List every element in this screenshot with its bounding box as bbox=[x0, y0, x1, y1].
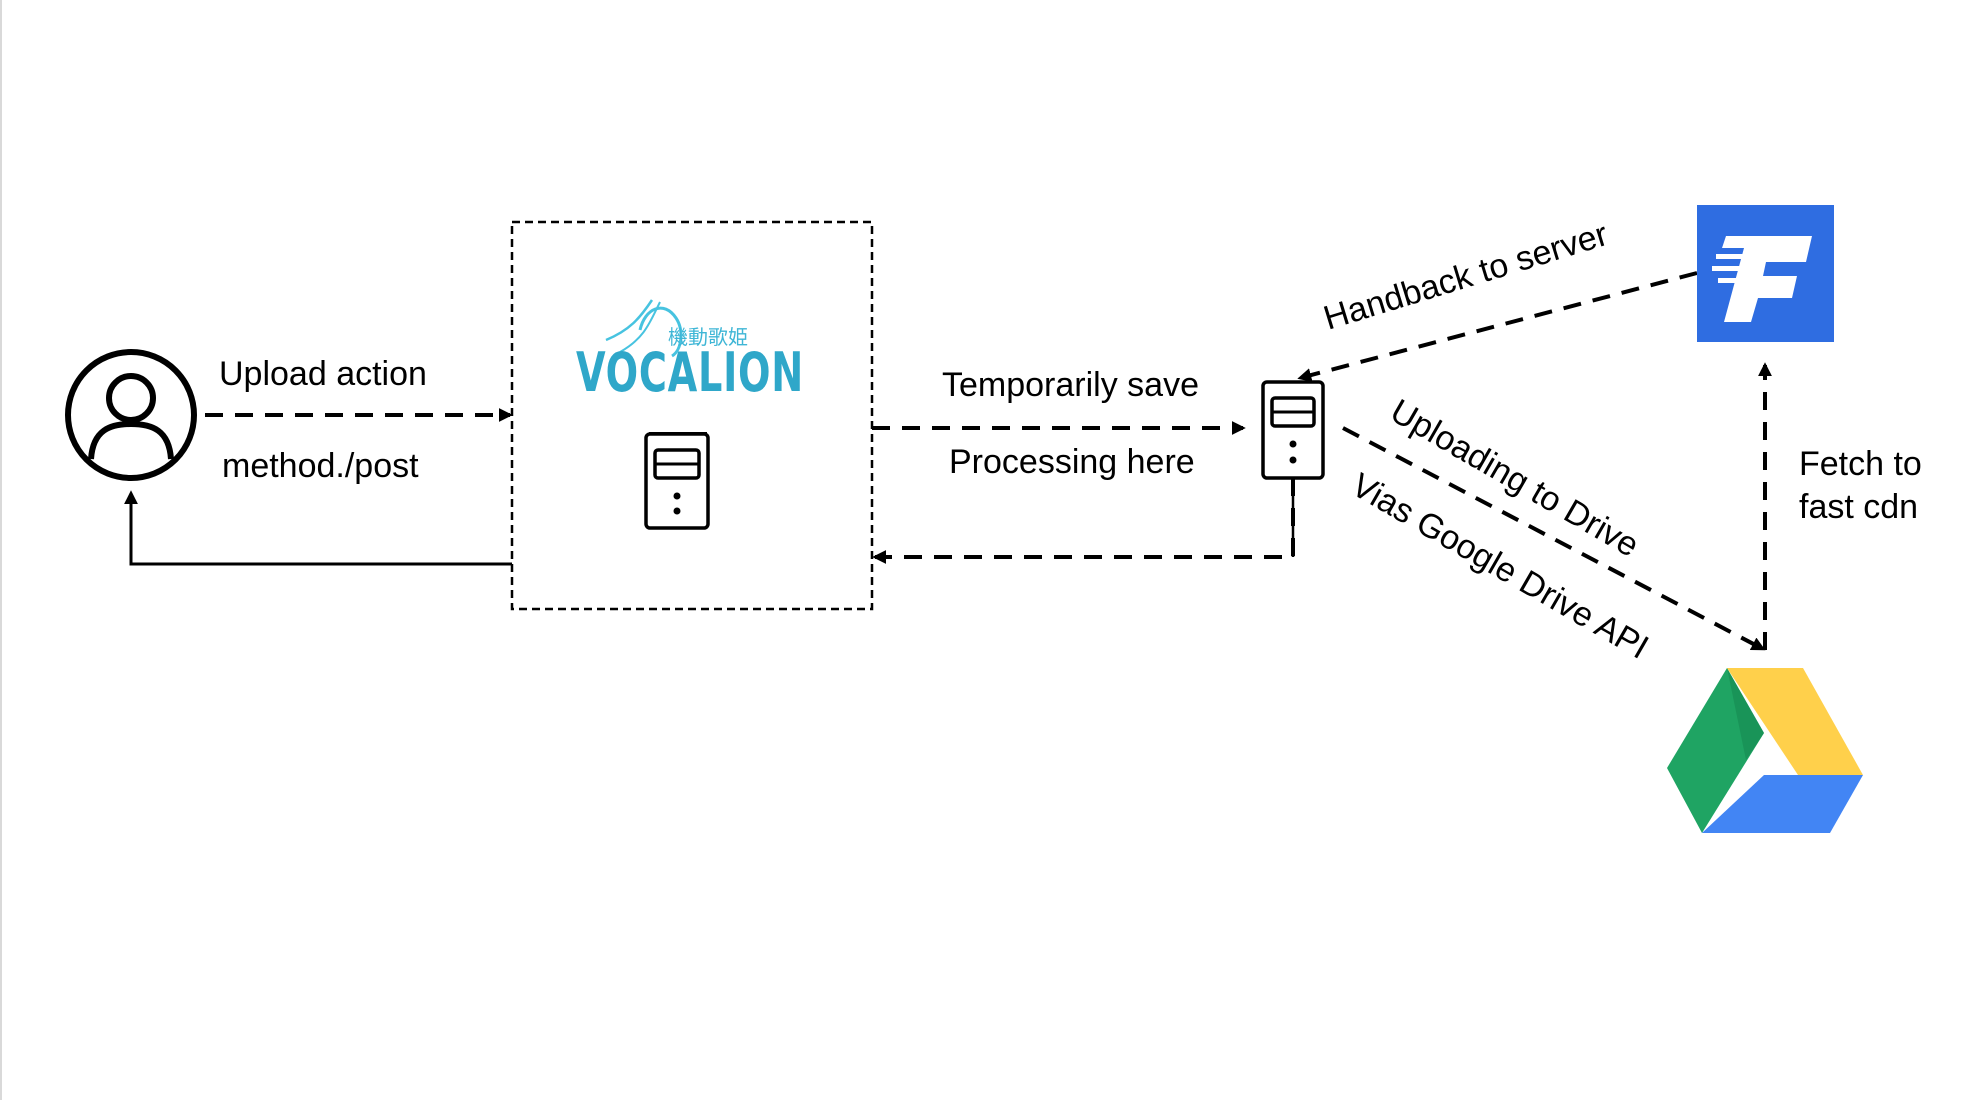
vocalion-app-box bbox=[510, 220, 874, 611]
processed-return-arrow bbox=[872, 478, 1295, 564]
server-icon bbox=[644, 432, 710, 530]
google-drive-logo bbox=[1667, 668, 1863, 833]
server-icon bbox=[1261, 380, 1325, 480]
handback-arrow bbox=[1297, 271, 1698, 382]
vias-google-drive-api-label: Vias Google Drive API bbox=[1345, 466, 1655, 667]
return-to-user-arrow bbox=[124, 490, 512, 566]
user-avatar-icon bbox=[65, 349, 197, 481]
processing-here-label: Processing here bbox=[949, 443, 1195, 481]
upload-to-drive-arrow bbox=[1342, 426, 1766, 651]
vocalion-logo: 機動歌姫 VOCALION bbox=[576, 299, 804, 404]
temporarily-save-label: Temporarily save bbox=[942, 366, 1199, 404]
vocalion-wordmark: VOCALION bbox=[576, 341, 804, 404]
handback-label: Handback to server bbox=[1319, 215, 1612, 338]
upload-action-label: Upload action bbox=[219, 355, 427, 393]
method-post-label: method./post bbox=[222, 447, 419, 485]
left-border bbox=[0, 0, 2, 1100]
fast-cdn-logo bbox=[1697, 205, 1834, 342]
fast-cdn-label: fast cdn bbox=[1799, 488, 1918, 526]
vocalion-kanji: 機動歌姫 bbox=[668, 325, 748, 349]
fetch-to-label: Fetch to bbox=[1799, 445, 1922, 483]
